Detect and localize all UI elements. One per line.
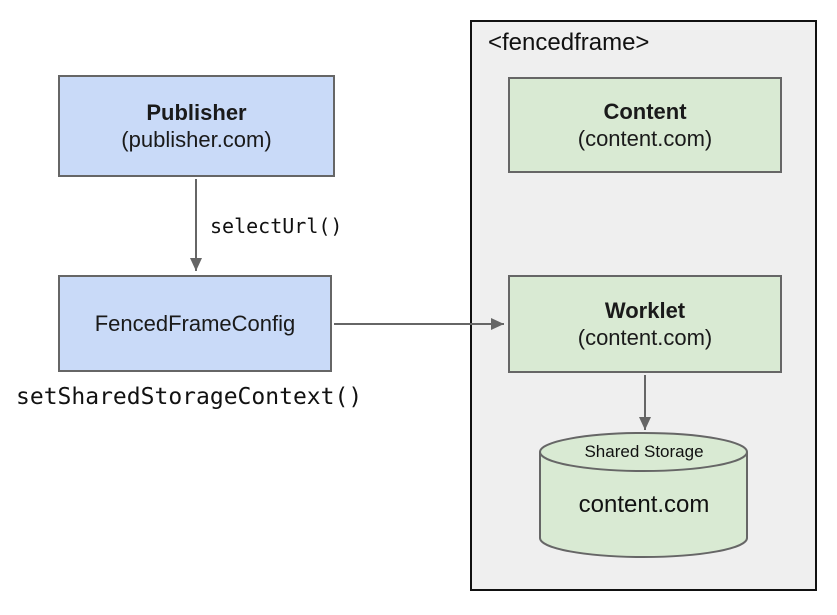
content-box: Content (content.com) — [508, 77, 782, 173]
publisher-subtitle: (publisher.com) — [121, 127, 272, 152]
content-title: Content — [603, 99, 687, 124]
publisher-box: Publisher (publisher.com) — [58, 75, 335, 177]
fencedframe-tag-label: <fencedframe> — [488, 29, 650, 56]
content-subtitle: (content.com) — [577, 126, 713, 151]
worklet-box: Worklet (content.com) — [508, 275, 782, 373]
setsharedstoragecontext-annotation: setSharedStorageContext() — [16, 384, 363, 410]
shared-storage-origin: content.com — [578, 491, 710, 518]
fencedframeconfig-title: FencedFrameConfig — [94, 311, 296, 336]
shared-storage-label: Shared Storage — [584, 442, 704, 461]
worklet-title: Worklet — [604, 298, 686, 323]
publisher-title: Publisher — [146, 100, 247, 125]
worklet-subtitle: (content.com) — [577, 325, 713, 350]
selecturl-annotation: selectUrl() — [210, 214, 343, 238]
fencedframeconfig-box: FencedFrameConfig — [58, 275, 332, 372]
